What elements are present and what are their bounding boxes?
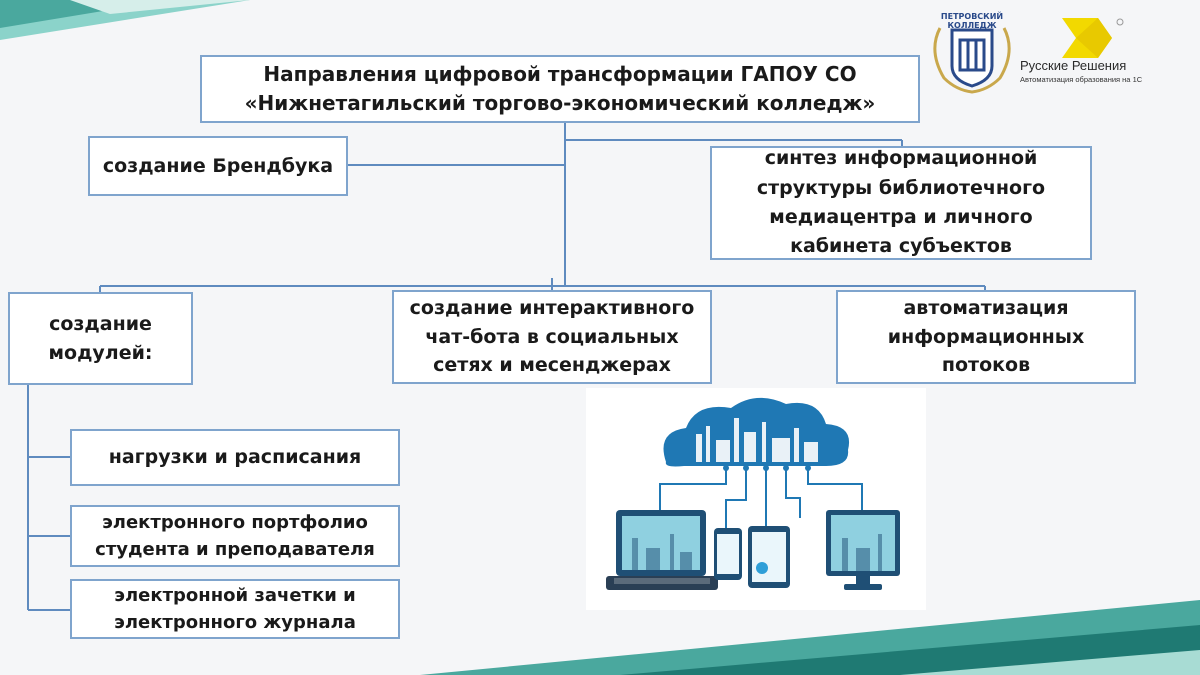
- root-title-line2: «Нижнетагильский торгово-экономический к…: [244, 91, 876, 115]
- library-synthesis-box: синтез информационной структуры библиоте…: [710, 146, 1092, 260]
- russkie-resheniya-logo: [1062, 18, 1124, 58]
- module-portfolio-box: электронного портфолио студента и препод…: [70, 505, 400, 567]
- rs-logo-subtitle: Автоматизация образования на 1С: [1020, 75, 1143, 84]
- petrovsky-college-logo: [933, 27, 1011, 94]
- module-gradebook-label: электронной зачетки и электронного журна…: [114, 585, 356, 633]
- brandbook-label: создание Брендбука: [102, 154, 334, 177]
- modules-label: создание модулей:: [48, 313, 153, 364]
- library-synthesis-label: синтез информационной структуры библиоте…: [756, 147, 1046, 258]
- module-load-schedule-box: нагрузки и расписания: [70, 429, 400, 486]
- module-portfolio-label: электронного портфолио студента и препод…: [95, 512, 375, 560]
- petrovsky-logo-top: ПЕТРОВСКИЙ: [940, 12, 1004, 21]
- module-load-schedule-label: нагрузки и расписания: [108, 446, 362, 469]
- petrovsky-logo-bottom: КОЛЛЕДЖ: [947, 20, 997, 30]
- module-gradebook-box: электронной зачетки и электронного журна…: [70, 579, 400, 639]
- automation-label: автоматизация информационных потоков: [887, 297, 1085, 377]
- rs-logo-name: Русские Решения: [1020, 58, 1127, 73]
- root-title-box: Направления цифровой трансформации ГАПОУ…: [200, 55, 920, 123]
- root-title-line1: Направления цифровой трансформации ГАПОУ…: [263, 62, 857, 86]
- chatbot-label: создание интерактивного чат-бота в социа…: [409, 297, 695, 377]
- automation-box: автоматизация информационных потоков: [836, 290, 1136, 384]
- petrovsky-logo-text: ПЕТРОВСКИЙ КОЛЛЕДЖ: [928, 12, 1016, 31]
- chatbot-box: создание интерактивного чат-бота в социа…: [392, 290, 712, 384]
- brandbook-box: создание Брендбука: [88, 136, 348, 196]
- cloud-devices-illustration: [586, 388, 926, 610]
- modules-box: создание модулей:: [8, 292, 193, 385]
